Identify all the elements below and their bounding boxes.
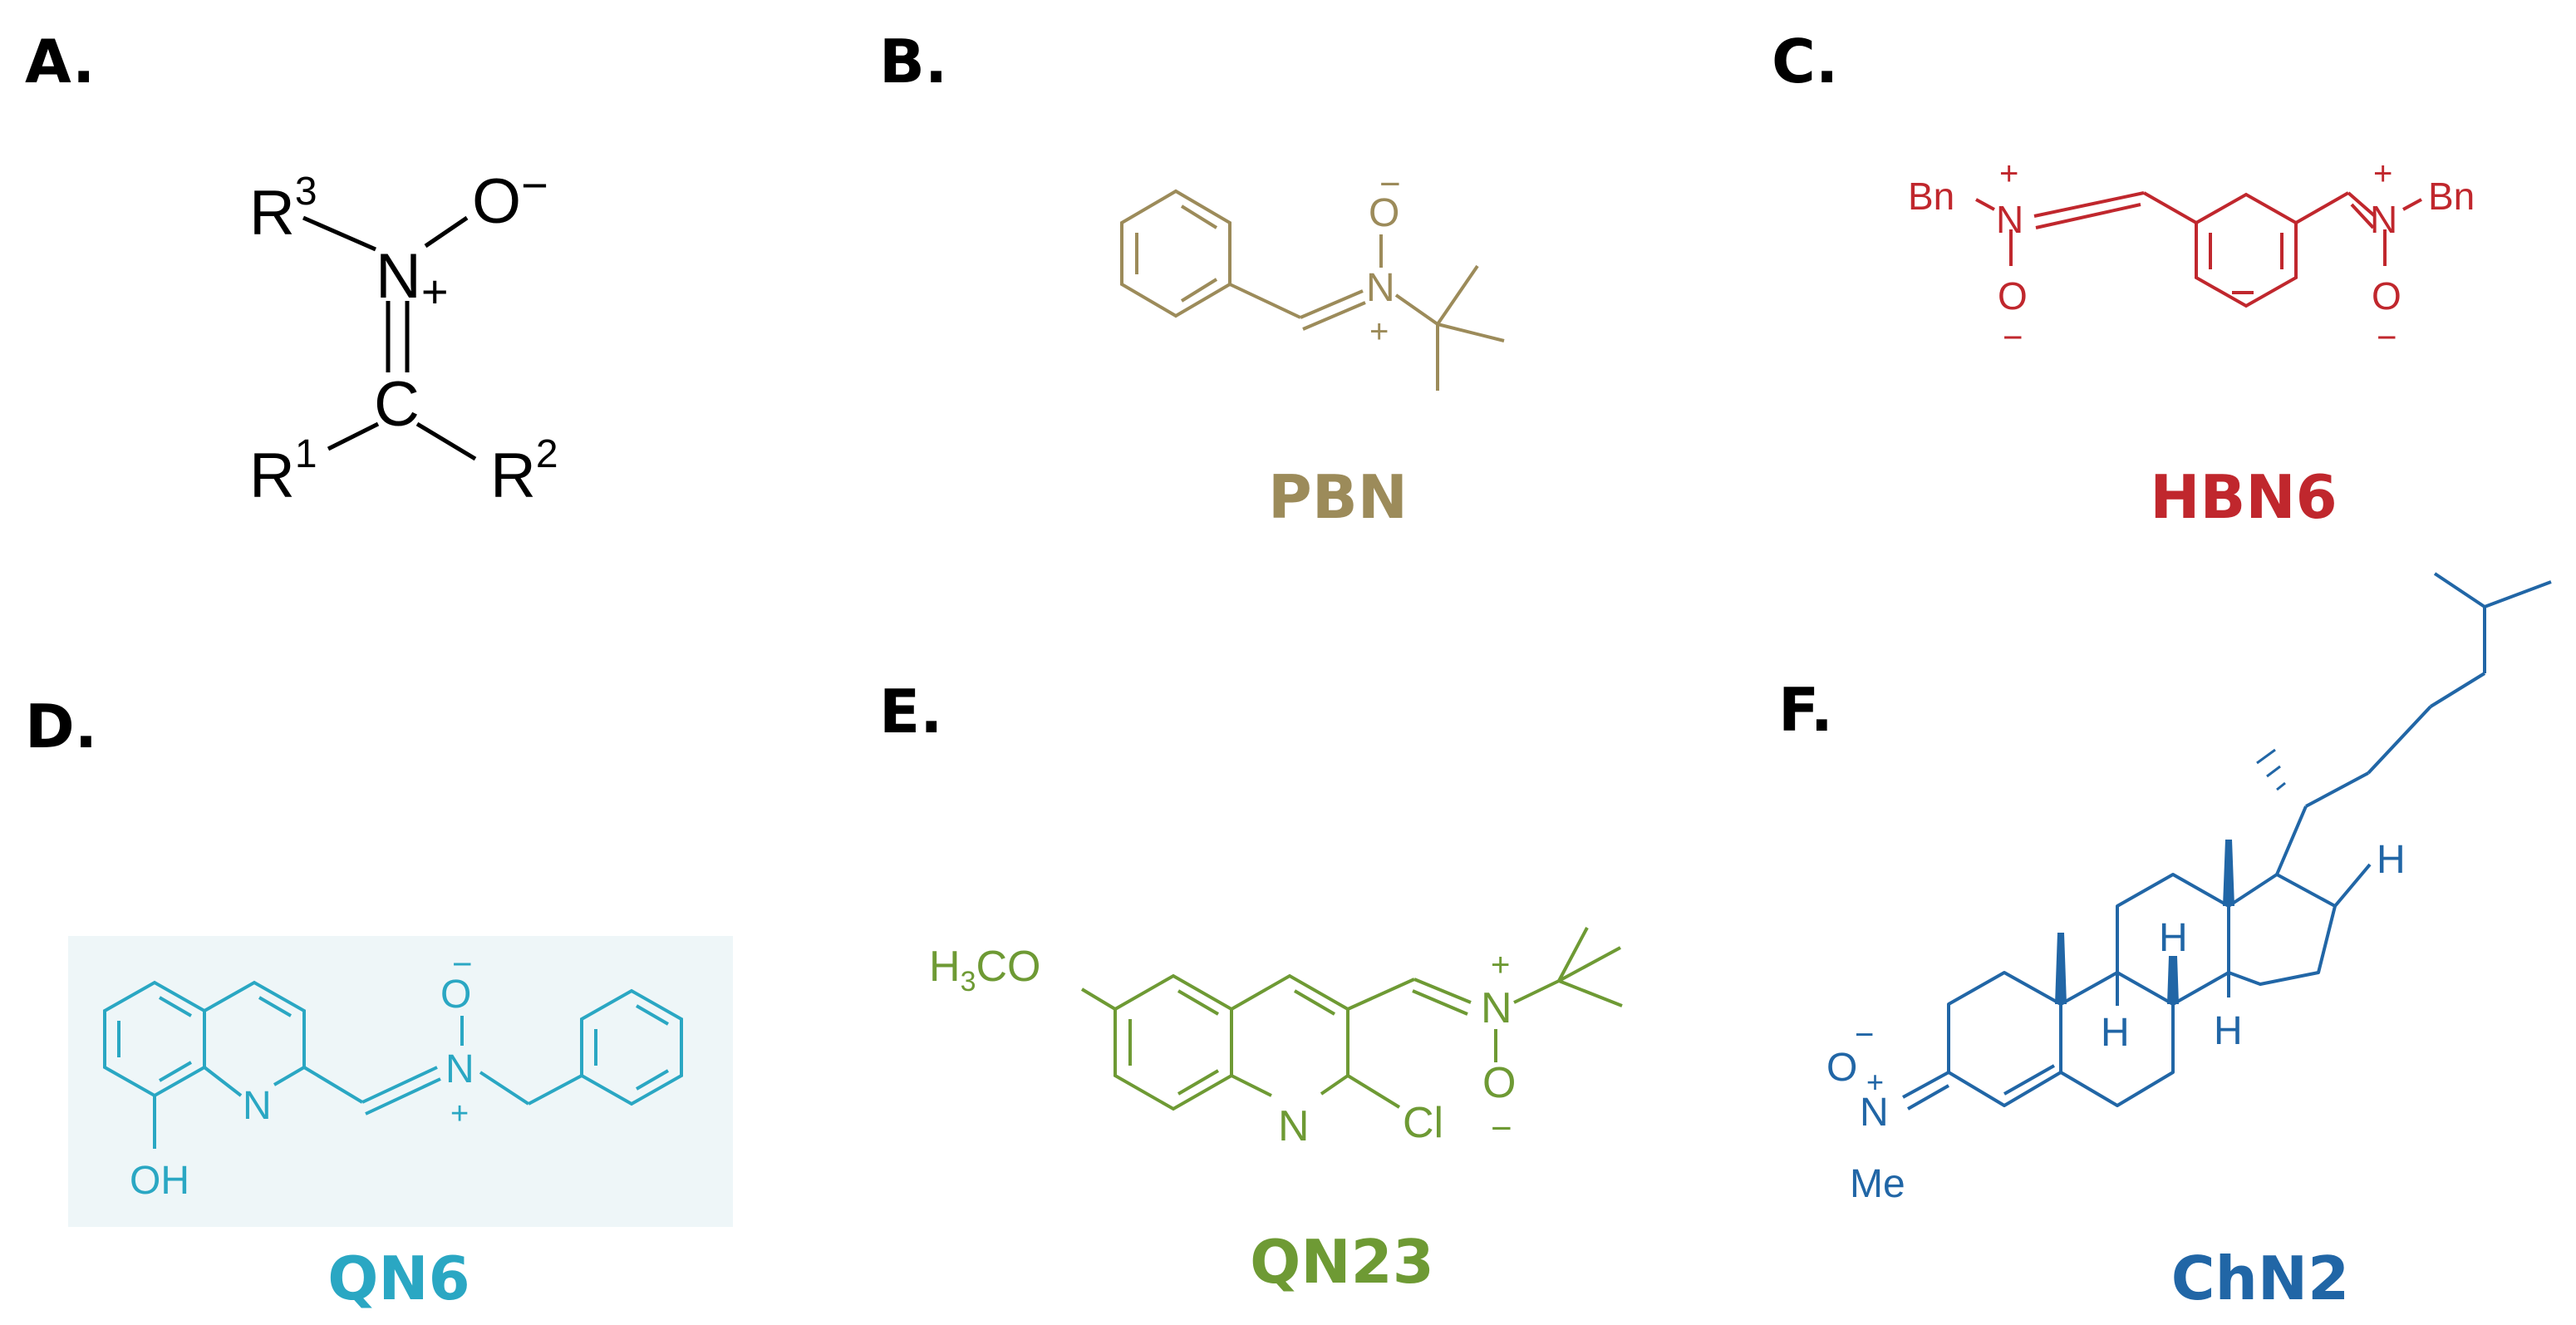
r3-label: R3 <box>249 170 317 249</box>
pbn-structure: O − N + <box>1120 164 1505 391</box>
qn23-o-label: O <box>1482 1059 1516 1107</box>
hbn6-name: HBN6 <box>2150 462 2338 532</box>
hbn6-bn-right: Bn <box>2428 175 2475 218</box>
pbn-n-label: N <box>1366 266 1395 310</box>
qn6-oh: OH <box>130 1159 189 1203</box>
pbn-n-charge: + <box>1369 313 1389 350</box>
hbn6-left-n-charge: + <box>1999 155 2018 192</box>
pbn-o-label: O <box>1369 191 1399 235</box>
hbn6-left-n: N <box>1996 198 2023 241</box>
chn2-n-charge: + <box>1866 1065 1884 1099</box>
hbn6-left-o: O <box>1998 274 2028 318</box>
r2-label: R2 <box>490 432 558 511</box>
chn2-h-9: H <box>2101 1011 2130 1055</box>
nitrone-c-label: C <box>374 369 420 440</box>
qn6-n-label: N <box>445 1047 474 1091</box>
hbn6-right-n-charge: + <box>2373 155 2392 192</box>
qn23-ring-n: N <box>1278 1102 1310 1150</box>
qn6-o-label: O <box>440 973 471 1017</box>
chn2-name: ChN2 <box>2170 1244 2350 1313</box>
pbn-name: PBN <box>1268 462 1408 532</box>
chn2-structure: O − N + Me H H H H <box>1826 572 2552 1206</box>
qn6-o-charge: − <box>452 944 473 983</box>
panel-d-label: D. <box>25 692 98 761</box>
nitrone-o-label: O− <box>472 159 548 237</box>
panel-c-label: C. <box>1772 27 1839 96</box>
panel-a-label: A. <box>25 27 96 96</box>
qn6-structure: O − N + N OH <box>103 944 683 1203</box>
qn23-o-charge: − <box>1491 1108 1512 1149</box>
nitrone-n-label: N+ <box>376 241 449 318</box>
hbn6-right-o: O <box>2372 274 2401 318</box>
chn2-n-label: N <box>1860 1091 1889 1135</box>
chn2-o-label: O <box>1826 1046 1857 1090</box>
qn6-n-charge: + <box>450 1096 469 1131</box>
hbn6-bn-left: Bn <box>1908 175 1954 218</box>
chn2-h-14: H <box>2214 1009 2243 1053</box>
nitrone-general-structure: R3 O− N+ C R1 R2 <box>249 159 558 511</box>
chn2-me: Me <box>1850 1162 1905 1206</box>
qn6-ring-n: N <box>243 1084 272 1128</box>
qn23-h3co: H3CO <box>929 943 1040 997</box>
qn23-n-label: N <box>1481 984 1512 1032</box>
qn23-name: QN23 <box>1250 1227 1434 1297</box>
panel-e-label: E. <box>879 677 943 746</box>
hbn6-right-o-charge: − <box>2377 318 2397 357</box>
chn2-o-charge: − <box>1855 1017 1874 1053</box>
panel-f-label: F. <box>1778 675 1833 745</box>
r1-label: R1 <box>249 432 317 511</box>
hbn6-left-o-charge: − <box>2003 318 2023 357</box>
hbn6-right-n: N <box>2370 198 2397 241</box>
qn23-structure: H3CO N + O − N Cl <box>929 927 1623 1150</box>
chn2-h-17: H <box>2377 838 2406 882</box>
pbn-o-charge: − <box>1379 164 1401 204</box>
panel-b-label: B. <box>879 27 948 96</box>
chn2-h-8: H <box>2159 916 2188 960</box>
hbn6-structure: Bn + N O − Bn + N O − <box>1908 155 2475 357</box>
qn23-n-charge: + <box>1491 947 1510 983</box>
qn6-name: QN6 <box>327 1244 470 1313</box>
qn23-cl: Cl <box>1403 1099 1443 1147</box>
